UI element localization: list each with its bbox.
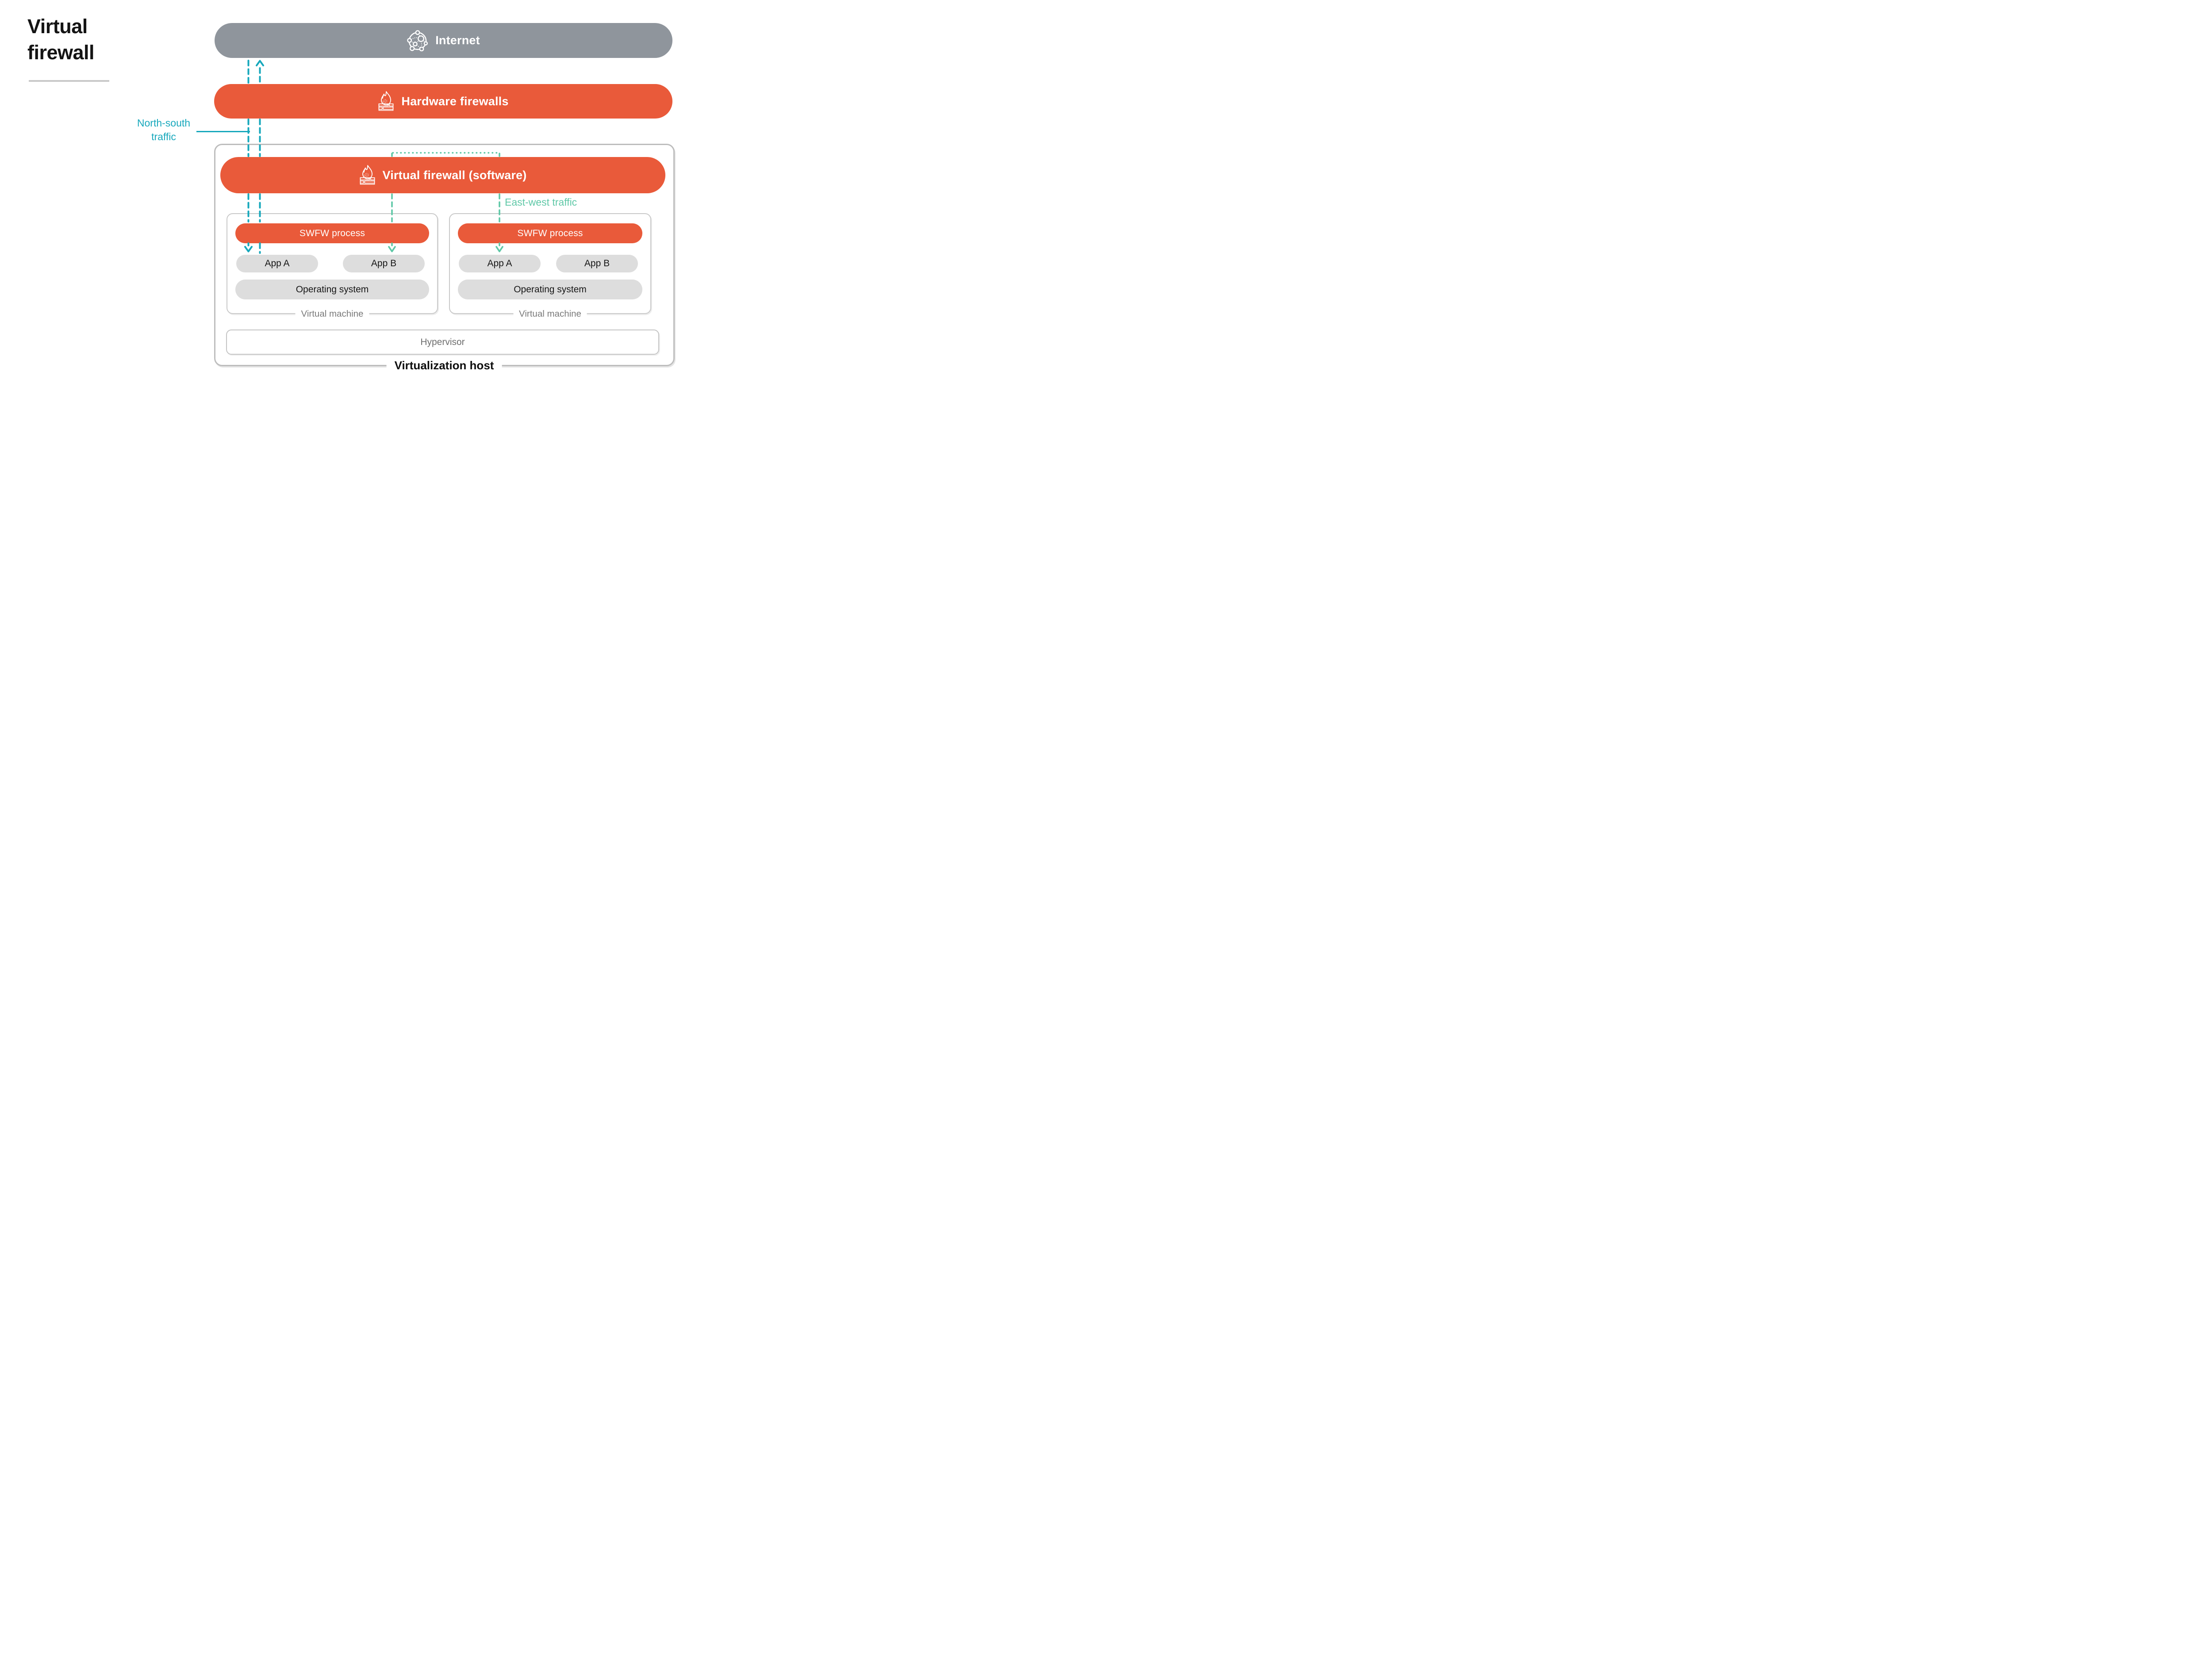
page-title-line1: Virtual: [27, 15, 88, 38]
firewall-flame-bricks-icon: [378, 91, 394, 111]
title-divider: [29, 80, 109, 82]
virtualization-host-caption: Virtualization host: [386, 359, 502, 372]
hardware-firewalls-bar-label: Hardware firewalls: [401, 94, 509, 108]
virtual-machine-2: SWFW process App A App B Operating syste…: [449, 213, 651, 319]
north-south-traffic-label: North-south traffic: [137, 117, 191, 142]
page-title-line2: firewall: [27, 41, 95, 64]
vm1-operating-system: Operating system: [235, 280, 429, 299]
vm1-app-a: App A: [236, 255, 318, 272]
firewall-flame-bricks-icon: [359, 165, 376, 185]
vm2-app-a: App A: [459, 255, 541, 272]
vm2-app-b: App B: [556, 255, 638, 272]
virtual-firewall-bar: Virtual firewall (software): [220, 157, 665, 193]
internet-bar-label: Internet: [435, 34, 480, 47]
internet-bar: Internet: [215, 23, 672, 58]
virtual-firewall-bar-label: Virtual firewall (software): [382, 168, 527, 182]
vm1-caption: Virtual machine: [295, 309, 369, 319]
vm1-swfw-process-bar: SWFW process: [235, 223, 429, 243]
hypervisor-label: Hypervisor: [420, 337, 465, 347]
vm2-swfw-process-bar: SWFW process: [458, 223, 642, 243]
virtual-machine-1: SWFW process App A App B Operating syste…: [227, 213, 438, 319]
east-west-traffic-label: East-west traffic: [505, 196, 577, 208]
vm2-operating-system: Operating system: [458, 280, 642, 299]
north-south-leader-line: [196, 131, 250, 132]
vm1-app-b: App B: [343, 255, 425, 272]
virtual-firewall-diagram: Virtual firewall: [0, 0, 693, 390]
page-title: Virtual firewall: [27, 13, 95, 65]
hardware-firewalls-bar: Hardware firewalls: [214, 84, 672, 119]
internet-globe-icon: [407, 30, 428, 51]
hypervisor-box: Hypervisor: [226, 330, 659, 355]
vm2-caption: Virtual machine: [513, 309, 587, 319]
